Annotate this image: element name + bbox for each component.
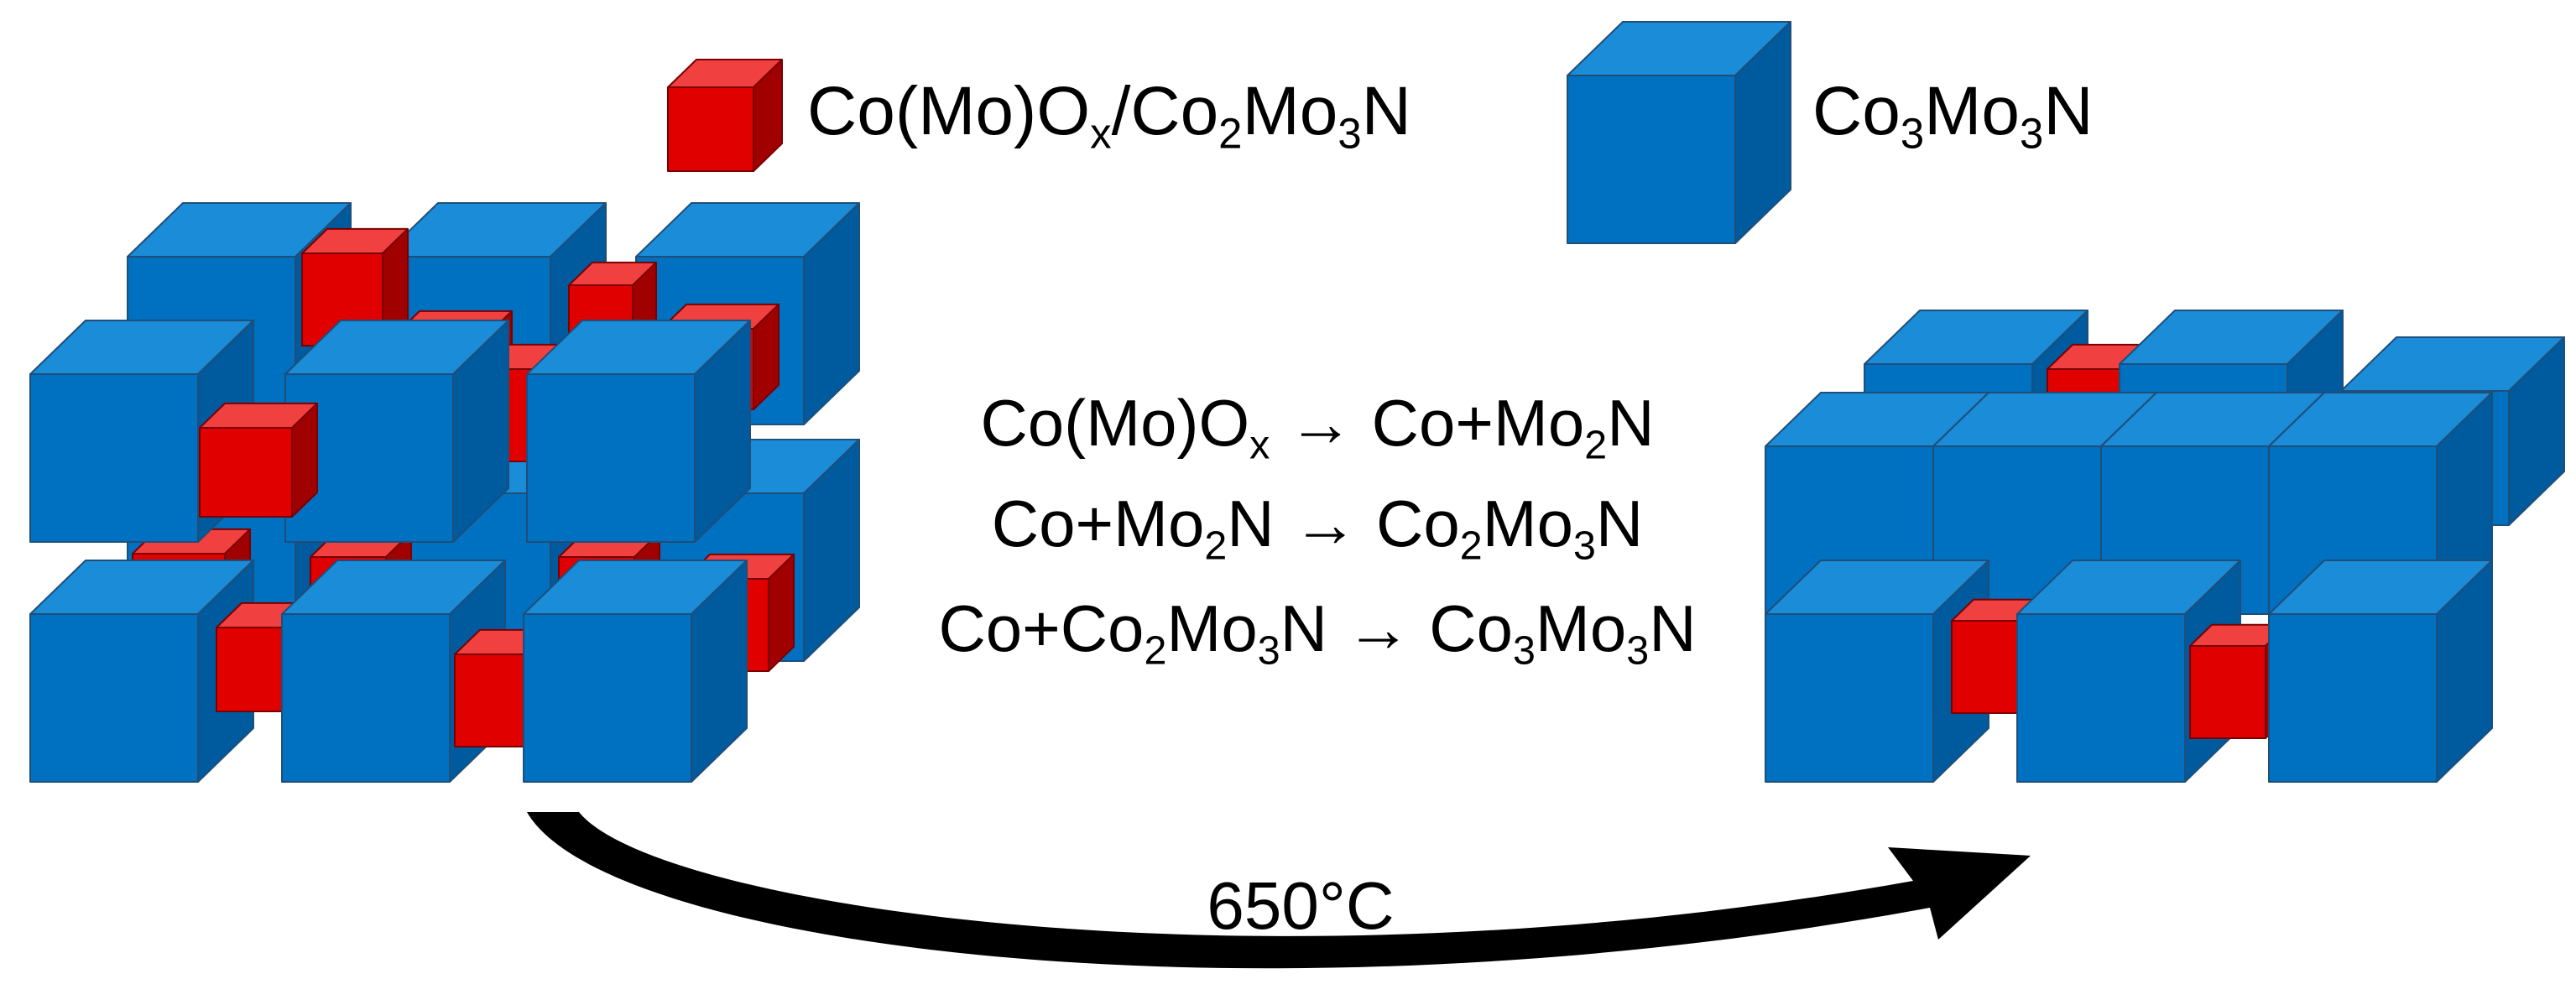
cube-front — [2189, 645, 2266, 739]
blue-cube — [2268, 559, 2493, 783]
legend-label-precursor: Co(Mo)Ox/Co2Mo3N — [807, 73, 1411, 158]
arrow-icon: → — [1345, 591, 1411, 665]
cube-front — [1765, 613, 1934, 783]
porous-precursor-block — [29, 201, 860, 783]
cube-front — [667, 86, 754, 172]
red-cube — [199, 402, 318, 518]
cube-front — [29, 613, 199, 783]
blue-cube — [29, 559, 254, 783]
legend-swatch-blue-cube — [1567, 20, 1791, 244]
blue-cube — [526, 319, 751, 543]
reaction-3: Co+Co2Mo3N → Co3Mo3N — [938, 591, 1697, 674]
cube-front — [281, 613, 451, 783]
cube-front — [199, 427, 293, 518]
reaction-2: Co+Mo2N → Co2Mo3N — [991, 487, 1644, 569]
cube-front — [2016, 613, 2186, 783]
cube-front — [29, 373, 199, 543]
legend — [667, 20, 1791, 244]
temperature-label: 650°C — [1207, 868, 1395, 943]
blue-cube — [1765, 559, 1989, 783]
blue-cube — [2016, 559, 2241, 783]
cube-front — [2268, 613, 2438, 783]
reaction-1: Co(Mo)Ox → Co+Mo2N — [980, 386, 1655, 468]
dense-nitride-block — [1765, 309, 2565, 783]
cube-front — [526, 373, 696, 543]
blue-cube — [284, 319, 509, 543]
arrow-icon: → — [1288, 386, 1353, 460]
blue-cube — [29, 319, 254, 543]
curved-arrow-icon — [527, 812, 2031, 969]
arrow-icon: → — [1292, 487, 1358, 560]
blue-cube — [523, 559, 748, 783]
cube-front — [1567, 75, 1736, 244]
cube-front — [523, 613, 692, 783]
legend-label-nitride: Co3Mo3N — [1812, 73, 2094, 158]
cube-front — [1951, 620, 2020, 714]
legend-swatch-red-cube — [667, 59, 783, 172]
